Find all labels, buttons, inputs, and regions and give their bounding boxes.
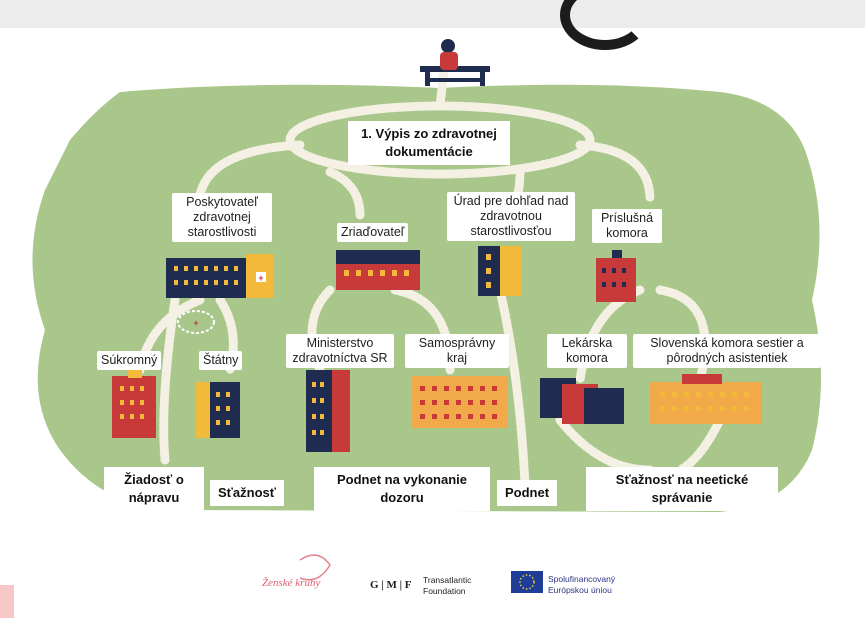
building-office xyxy=(478,246,522,296)
label-healthcare-provider: Poskytovateľ zdravotnej starostlivosti xyxy=(172,193,272,242)
building-medical-chamber xyxy=(540,378,624,424)
outcome-request-for-remedy: Žiadosť o nápravu xyxy=(104,467,204,511)
label-medical-chamber: Lekárska komora xyxy=(547,334,627,368)
svg-text:+: + xyxy=(258,273,263,283)
outcome-complaint: Sťažnosť xyxy=(210,480,284,506)
label-relevant-chamber: Príslušná komora xyxy=(592,209,662,243)
node-medical-records-extract: 1. Výpis zo zdravotnej dokumentácie xyxy=(348,121,510,165)
building-state xyxy=(196,382,240,438)
helipad: + xyxy=(177,310,215,334)
footer-logos xyxy=(299,554,543,593)
browser-top-bar xyxy=(0,0,865,50)
outcome-motion: Podnet xyxy=(497,480,558,506)
label-private: Súkromný xyxy=(97,351,162,370)
cropped-heading-glyph xyxy=(560,0,650,50)
label-nurses-midwives-chamber: Slovenská komora sestier a pôrodných asi… xyxy=(633,334,821,368)
building-windows-red xyxy=(420,386,497,419)
building-windows-navy xyxy=(602,268,626,287)
label-ministry-of-health: Ministerstvo zdravotníctva SR xyxy=(286,334,394,368)
logo-gmf-mark: G | M | F xyxy=(370,579,412,591)
building-provider: + xyxy=(166,254,274,298)
building-chamber xyxy=(596,250,636,302)
label-founder: Zriaďovateľ xyxy=(337,223,409,242)
park-paths xyxy=(135,55,725,490)
side-accent-strip xyxy=(0,585,14,618)
logo-zenske-kruhy: Ženské kruhy xyxy=(262,577,321,589)
bench-person xyxy=(420,39,490,86)
logo-gmf-text: Transatlantic Foundation xyxy=(423,575,472,596)
svg-text:+: + xyxy=(193,318,198,328)
label-self-governing-region: Samosprávny kraj xyxy=(405,334,509,368)
logo-eu-text: Spolufinancovaný Európskou úniou xyxy=(548,574,616,595)
building-nurses-chamber xyxy=(650,374,762,424)
label-state: Štátny xyxy=(199,351,243,370)
label-health-supervision-office: Úrad pre dohľad nad zdravotnou starostli… xyxy=(447,192,575,241)
outcome-unethical-conduct-complaint: Sťažnosť na neetické správanie xyxy=(586,467,778,511)
outcome-supervision-motion: Podnet na vykonanie dozoru xyxy=(314,467,490,511)
building-windows xyxy=(120,254,749,435)
